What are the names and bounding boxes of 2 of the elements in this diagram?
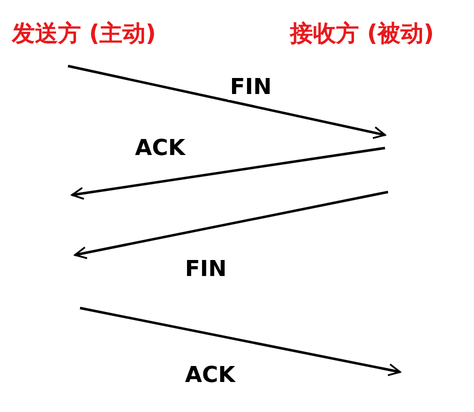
party-label: 接收方 (被动) xyxy=(290,20,434,48)
party-label: 发送方 (主动) xyxy=(12,20,156,48)
